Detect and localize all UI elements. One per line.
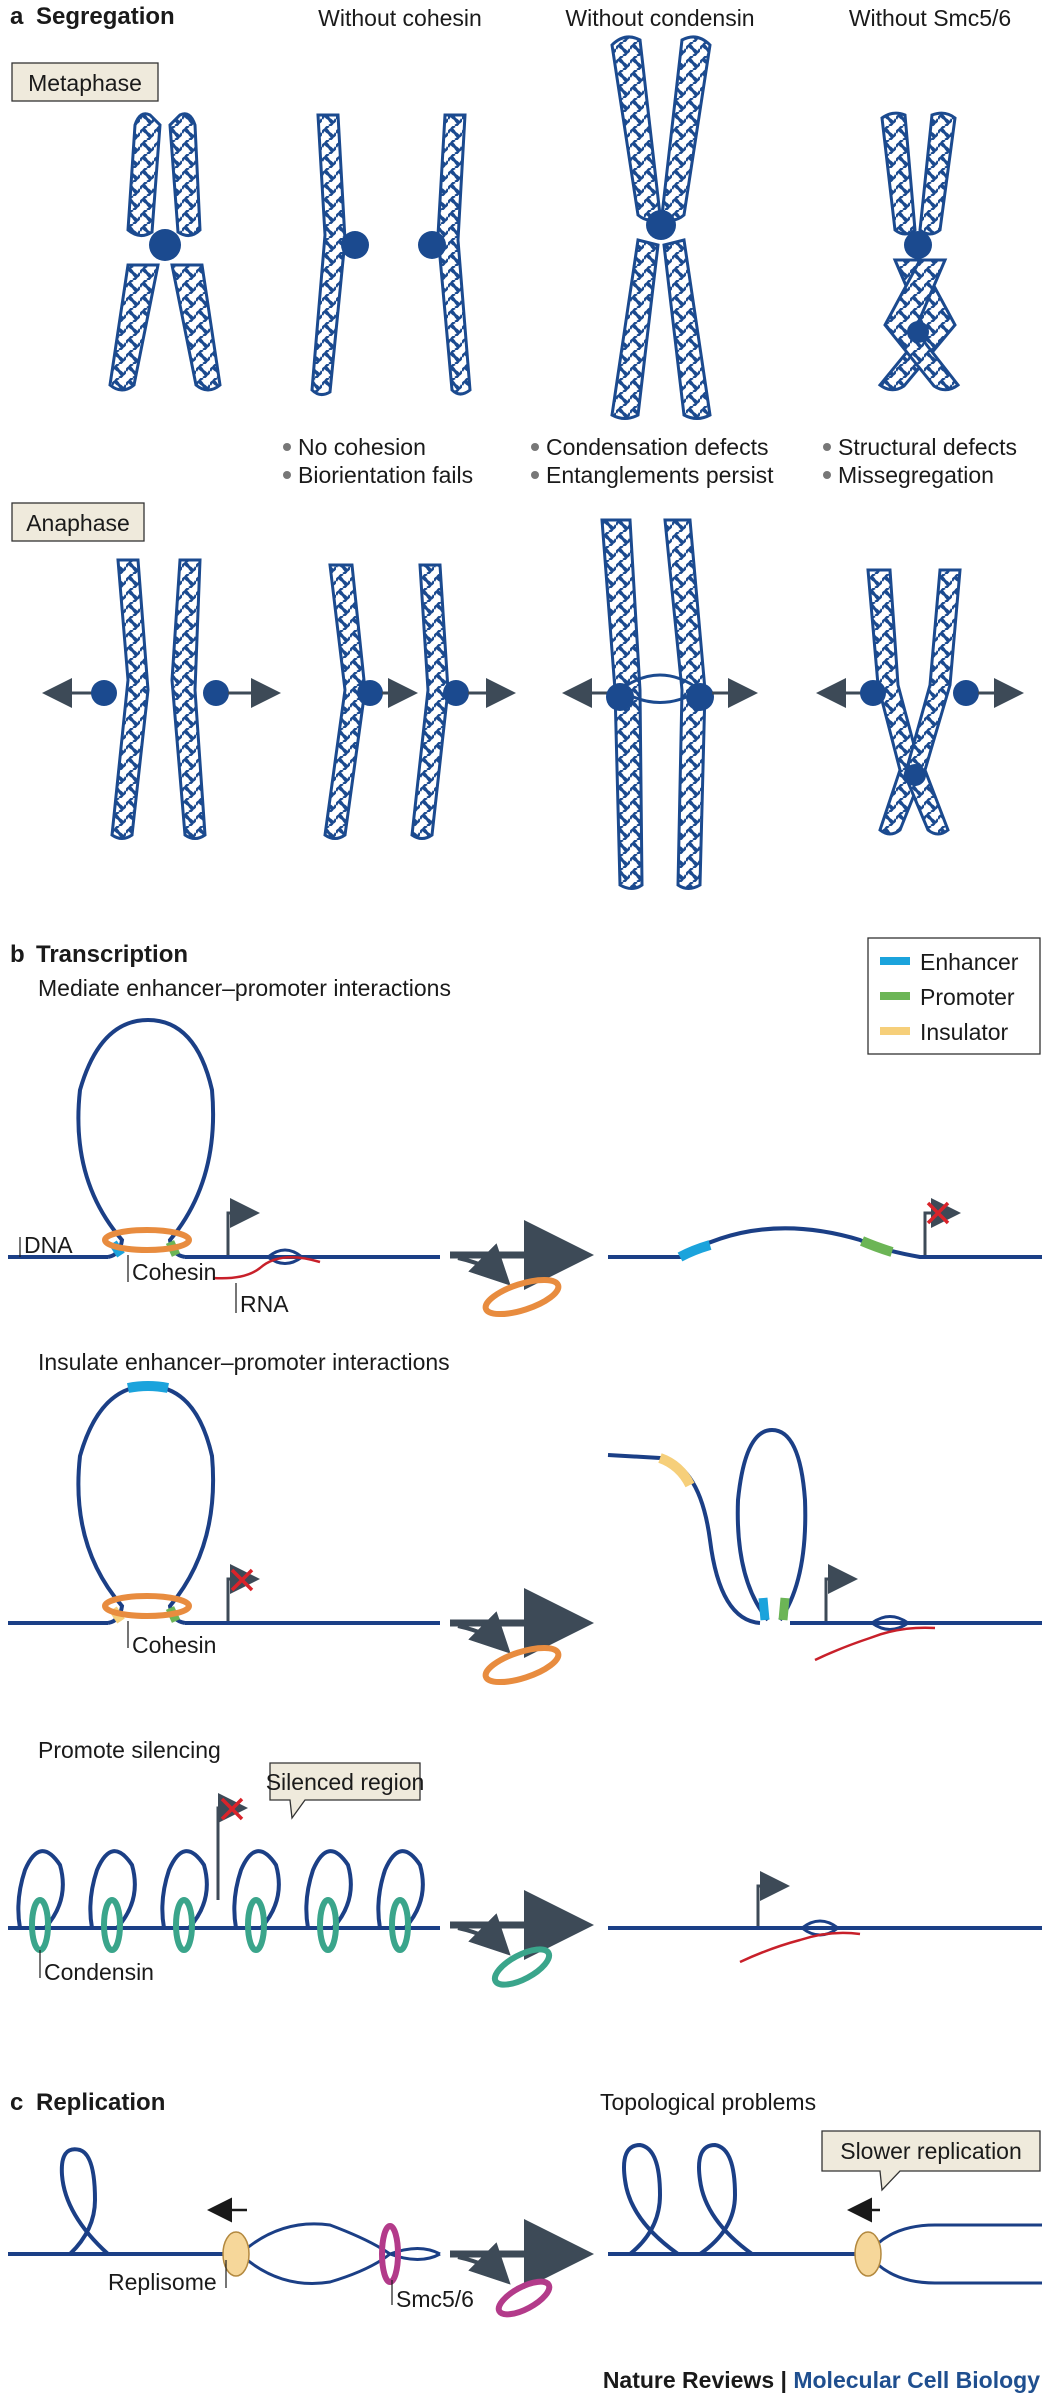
rna-label: RNA bbox=[240, 1291, 289, 1317]
cohesin-notes: No cohesion Biorientation fails bbox=[283, 434, 473, 488]
rna-strand bbox=[212, 1256, 321, 1280]
legend-enhancer: Enhancer bbox=[920, 949, 1019, 975]
cohesin-label-row1: Cohesin bbox=[132, 1259, 216, 1285]
replication-left: Replisome Smc5/6 bbox=[8, 2147, 474, 2312]
column-title-condensin: Without condensin bbox=[565, 5, 754, 31]
metaphase-label: Metaphase bbox=[28, 70, 142, 96]
tss-arrow bbox=[226, 1198, 260, 1255]
footer-journal: Nature Reviews bbox=[603, 2367, 774, 2393]
row1-left-dna: DNA Cohesin RNA bbox=[8, 1017, 440, 1317]
anaphase-no-condensin-chromosome bbox=[562, 518, 758, 890]
legend-swatch-insulator bbox=[880, 1027, 910, 1035]
footer-credit: Nature Reviews | Molecular Cell Biology bbox=[603, 2367, 1040, 2393]
panel-a-title: Segregation bbox=[36, 3, 175, 30]
inhibit-cross bbox=[926, 1201, 950, 1225]
note-condensation-defects: Condensation defects bbox=[546, 434, 769, 460]
anaphase-normal-chromosome bbox=[42, 558, 281, 840]
slower-replication-callout bbox=[821, 2130, 1041, 2192]
note-missegregation: Missegregation bbox=[838, 462, 994, 488]
condensin-ring bbox=[29, 1897, 51, 1953]
panel-c-letter: c bbox=[10, 2089, 23, 2116]
panel-b-letter: b bbox=[10, 941, 25, 968]
note-no-cohesion: No cohesion bbox=[298, 434, 426, 460]
footer-separator: | bbox=[774, 2367, 793, 2393]
metaphase-label-box: Metaphase bbox=[11, 62, 159, 102]
footer-subtitle: Molecular Cell Biology bbox=[793, 2367, 1040, 2393]
smc56-notes: Structural defects Missegregation bbox=[823, 434, 1017, 488]
legend-swatch-promoter bbox=[880, 992, 910, 1000]
slower-replication-label: Slower replication bbox=[840, 2138, 1022, 2164]
legend: Enhancer Promoter Insulator bbox=[867, 937, 1041, 1055]
cohesin-label-row2: Cohesin bbox=[132, 1632, 216, 1658]
replication-process-arrow bbox=[450, 2219, 594, 2318]
condensin-label: Condensin bbox=[44, 1959, 154, 1985]
smc56-label: Smc5/6 bbox=[396, 2286, 474, 2312]
row2-process-arrow bbox=[450, 1588, 594, 1686]
cohesin-ring bbox=[102, 1227, 192, 1253]
smc56-ring bbox=[379, 2223, 401, 2285]
note-biorientation: Biorientation fails bbox=[298, 462, 473, 488]
metaphase-no-cohesin-chromosome bbox=[310, 113, 472, 397]
panel-a-letter: a bbox=[10, 3, 24, 30]
anaphase-no-cohesin-chromosome bbox=[323, 563, 516, 840]
row2-title: Insulate enhancer–promoter interactions bbox=[38, 1349, 450, 1375]
metaphase-normal-chromosome bbox=[108, 112, 222, 392]
legend-insulator: Insulator bbox=[920, 1019, 1009, 1045]
replisome bbox=[222, 2231, 250, 2277]
panel-c-title: Replication bbox=[36, 2089, 165, 2116]
note-entanglements: Entanglements persist bbox=[546, 462, 774, 488]
anaphase-no-smc56-chromosome bbox=[816, 568, 1024, 836]
replication-right: Slower replication bbox=[608, 2130, 1042, 2285]
silenced-region-label: Silenced region bbox=[266, 1769, 425, 1795]
row3-title: Promote silencing bbox=[38, 1737, 221, 1763]
legend-swatch-enhancer bbox=[880, 957, 910, 965]
dna-label: DNA bbox=[24, 1232, 73, 1258]
note-structural-defects: Structural defects bbox=[838, 434, 1017, 460]
row1-right-dna bbox=[608, 1198, 1042, 1262]
metaphase-no-condensin-chromosome bbox=[610, 35, 712, 420]
replisome-label: Replisome bbox=[108, 2269, 217, 2295]
row2-left-dna: Cohesin bbox=[8, 1381, 440, 1658]
anaphase-label-box: Anaphase bbox=[11, 502, 145, 542]
row1-process-arrow bbox=[450, 1220, 594, 1318]
panel-b-title: Transcription bbox=[36, 941, 188, 968]
column-title-smc56: Without Smc5/6 bbox=[849, 5, 1011, 31]
anaphase-label: Anaphase bbox=[26, 510, 130, 536]
column-title-cohesin: Without cohesin bbox=[318, 5, 482, 31]
row3-process-arrow bbox=[450, 1890, 594, 1988]
released-cohesin bbox=[482, 1276, 562, 1318]
row3-right-dna bbox=[608, 1871, 1042, 1964]
row1-title: Mediate enhancer–promoter interactions bbox=[38, 975, 451, 1001]
row2-right-dna bbox=[607, 1427, 1042, 1662]
metaphase-no-smc56-chromosome bbox=[877, 111, 961, 392]
condensin-notes: Condensation defects Entanglements persi… bbox=[531, 434, 774, 488]
row3-left-dna: Condensin bbox=[8, 1793, 440, 1985]
topological-problems-label: Topological problems bbox=[600, 2089, 816, 2115]
silenced-callout: Silenced region bbox=[266, 1762, 425, 1820]
legend-promoter: Promoter bbox=[920, 984, 1015, 1010]
